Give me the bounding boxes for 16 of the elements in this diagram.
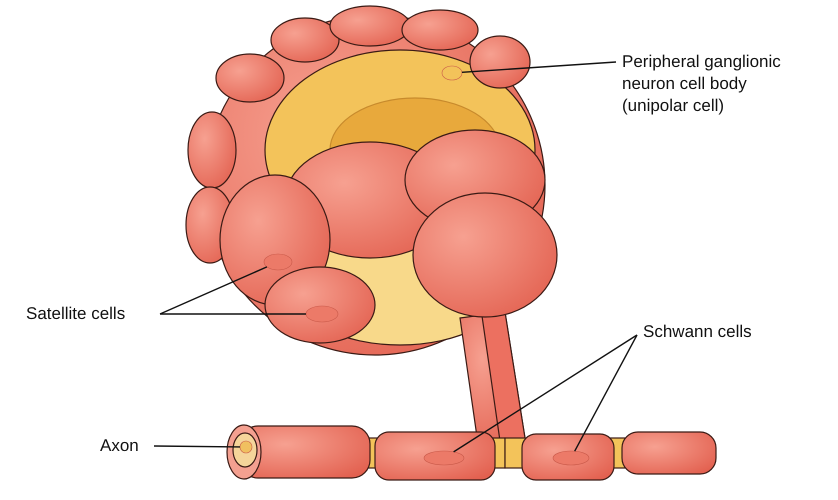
leader-line (160, 313, 306, 315)
schwann-cell (424, 450, 464, 466)
cytoplasm-region (442, 66, 462, 80)
satellite-cell (306, 306, 338, 322)
leader-line (462, 61, 616, 74)
schwann-cell (552, 450, 590, 466)
leader-line (160, 266, 268, 315)
structure-label: Satellite cells (26, 303, 156, 325)
structure-label: Axon (100, 435, 150, 457)
leader-line (154, 445, 240, 448)
structure-label: Peripheral ganglionic neuron cell body (unipolar cell) (622, 51, 794, 117)
leader-line (574, 334, 638, 452)
satellite-cell (264, 254, 292, 270)
leader-line (453, 334, 638, 452)
structure-label: Schwann cells (643, 321, 793, 343)
axon-core (240, 440, 252, 454)
